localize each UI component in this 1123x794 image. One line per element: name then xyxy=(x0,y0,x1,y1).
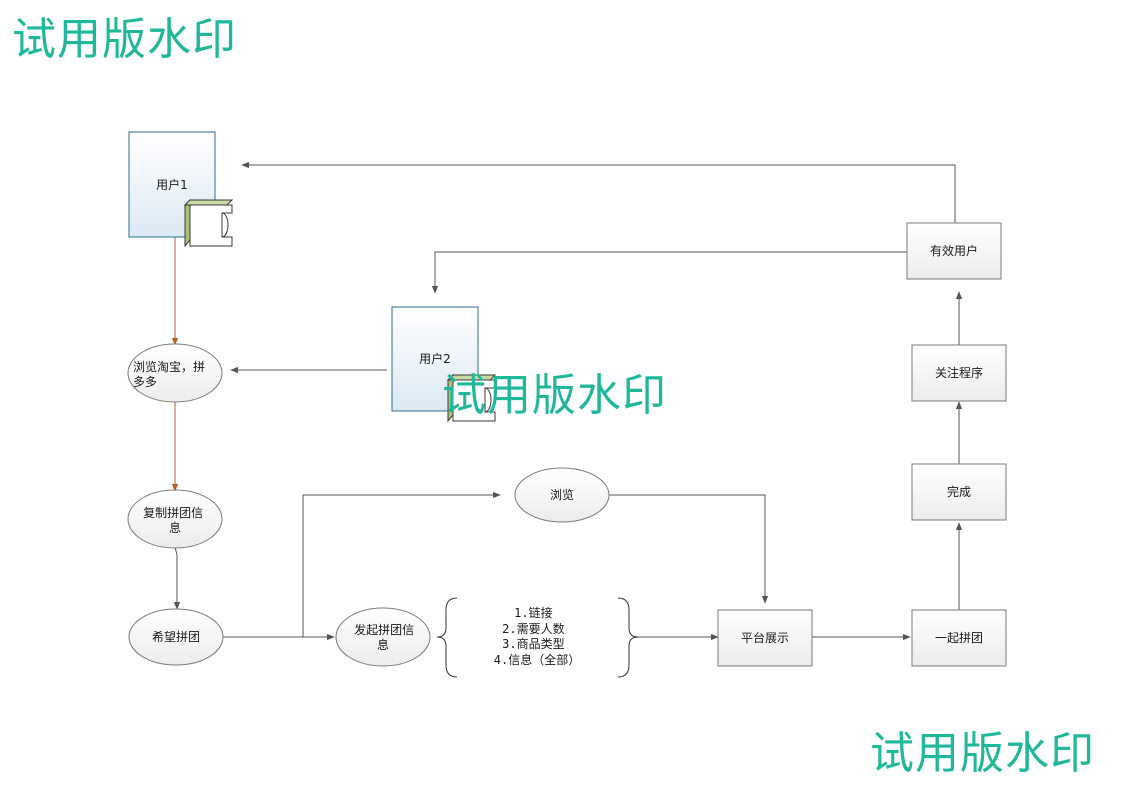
start-group-info-line2: 息 xyxy=(377,637,389,652)
hope-group-node: 希望拼团 xyxy=(128,608,224,666)
note-line-4: 4.信息（全部） xyxy=(494,652,580,667)
note-line-3: 3.商品类型 xyxy=(502,636,564,651)
arrow-browse-to-platform xyxy=(609,494,769,604)
component-icon xyxy=(183,198,234,248)
arrow-valid-to-user1 xyxy=(241,161,956,223)
watermark-bottom: 试用版水印 xyxy=(870,728,1095,779)
hope-group-label: 希望拼团 xyxy=(152,629,200,644)
browse-taobao-line1: 浏览淘宝，拼 xyxy=(133,359,205,374)
valid-user-node: 有效用户 xyxy=(906,222,1002,280)
complete-node: 完成 xyxy=(911,463,1007,521)
left-brace xyxy=(436,597,458,678)
complete-label: 完成 xyxy=(947,484,971,499)
note-text: 1.链接 2.需要人数 3.商品类型 4.信息（全部） xyxy=(494,605,580,667)
watermark-middle: 试用版水印 xyxy=(442,370,667,421)
arrow-copy-to-hope xyxy=(173,546,181,610)
watermark-top: 试用版水印 xyxy=(12,14,237,65)
group-together-node: 一起拼团 xyxy=(911,609,1007,667)
note-line-1: 1.链接 xyxy=(514,605,552,620)
user2-label: 用户2 xyxy=(419,351,451,366)
arrow-valid-to-user2 xyxy=(431,251,907,294)
note-line-2: 2.需要人数 xyxy=(502,621,564,636)
start-group-info-node: 发起拼团信 息 xyxy=(335,607,431,667)
platform-display-label: 平台展示 xyxy=(741,630,789,645)
arrow-hope-to-browse xyxy=(302,491,501,637)
user1-label: 用户1 xyxy=(156,177,188,192)
valid-user-label: 有效用户 xyxy=(930,243,978,258)
browse-taobao-line2: 多多 xyxy=(133,375,157,389)
group-together-label: 一起拼团 xyxy=(935,631,983,645)
copy-group-info-node: 复制拼团信 息 xyxy=(127,489,223,549)
browse-taobao-label: 浏览淘宝，拼 多多 xyxy=(133,359,209,389)
follow-program-label: 关注程序 xyxy=(935,365,983,380)
start-group-info-line1: 发起拼团信 xyxy=(354,622,414,637)
connectors xyxy=(171,161,963,641)
follow-program-node: 关注程序 xyxy=(911,344,1007,402)
browse-taobao-node: 浏览淘宝，拼 多多 xyxy=(127,343,223,403)
browse-node: 浏览 xyxy=(514,467,610,523)
copy-group-info-line1: 复制拼团信 xyxy=(143,506,203,520)
copy-group-info-label: 复制拼团信 息 xyxy=(143,506,207,535)
start-group-info-label: 发起拼团信 息 xyxy=(354,622,418,652)
browse-label: 浏览 xyxy=(550,487,574,502)
user2-node: 用户2 xyxy=(391,306,497,423)
user1-node: 用户1 xyxy=(128,131,234,248)
component-icon xyxy=(446,373,497,423)
copy-group-info-line2: 息 xyxy=(169,520,181,535)
right-brace xyxy=(617,597,639,678)
info-note: 1.链接 2.需要人数 3.商品类型 4.信息（全部） xyxy=(436,597,639,678)
platform-display-node: 平台展示 xyxy=(717,609,813,667)
